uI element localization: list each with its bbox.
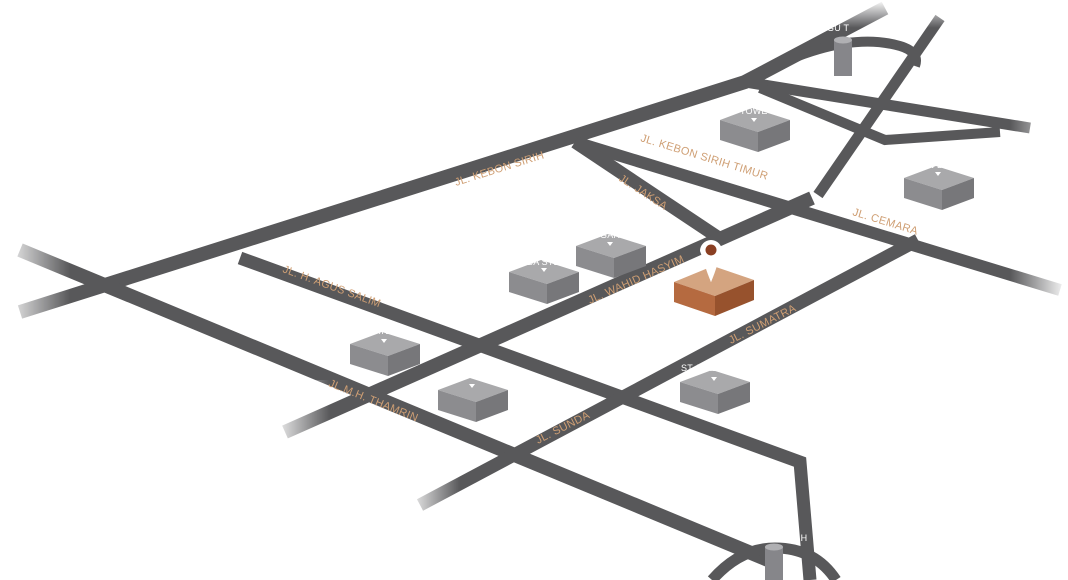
building-theresia[interactable]: ST. THERESI (680, 363, 750, 414)
destination-building-top (674, 266, 754, 296)
road-diagonal-ne (813, 14, 945, 199)
building-garden[interactable]: GARD (576, 230, 646, 278)
down-triangle-icon (935, 172, 941, 176)
street-label-sunda: JL. SUNDA (534, 409, 592, 447)
road-diagonal-nw (758, 83, 1001, 146)
building-theater[interactable]: EATER (350, 326, 420, 376)
monument-icon (834, 36, 852, 76)
street-label-sumatra: JL. SUMATRA (727, 302, 799, 346)
landmark-label-bundaran: AN H (785, 533, 807, 543)
destination-building-right (715, 280, 754, 316)
landmark-label-tower: TOWE (740, 106, 768, 116)
edge-fades (0, 0, 1068, 525)
road-sumatra-sunda (416, 234, 922, 511)
building-steak[interactable]: BA STEAK (509, 257, 579, 304)
road-network (17, 1, 1062, 580)
down-triangle-icon (711, 377, 717, 381)
down-triangle-icon (469, 384, 475, 388)
down-triangle-icon (541, 268, 547, 272)
monument-tugu[interactable]: GU T (827, 23, 852, 76)
road-agus-salim (237, 251, 817, 580)
landmark-label-sarinah: SARINAH (450, 370, 491, 380)
landmark-label-steak: BA STEAK (527, 257, 572, 267)
building-udan[interactable]: YA UDAN BI (894, 160, 974, 210)
landmark-label-theresia: ST. THERESI (681, 363, 738, 373)
destination-building[interactable] (674, 240, 754, 316)
landmark-label-garden: GARD (600, 230, 627, 240)
road-jaksa (571, 136, 726, 246)
road-north-cross (744, 76, 1031, 134)
landmark-label-udan: YA UDAN BI (894, 160, 946, 170)
building-sarinah[interactable]: SARINAH (438, 370, 508, 422)
monument-icon (765, 543, 783, 580)
landmark-label-theater: EATER (368, 326, 399, 336)
street-label-agus-salim: JL. H. AGUS SALIM (281, 264, 382, 311)
road-thamrin (17, 243, 771, 567)
location-pin-icon[interactable] (700, 240, 722, 282)
down-triangle-icon (381, 339, 387, 343)
monument-bundaran[interactable]: AN H (765, 533, 807, 580)
road-kebon-sirih (17, 1, 889, 319)
landmark-label-tugu: GU T (827, 23, 849, 33)
down-triangle-icon (607, 242, 613, 246)
destination-building-left (674, 282, 715, 316)
building-tower[interactable]: TOWE (720, 106, 790, 152)
road-kebon-sirih-timur (573, 136, 1062, 296)
down-triangle-icon (751, 118, 757, 122)
